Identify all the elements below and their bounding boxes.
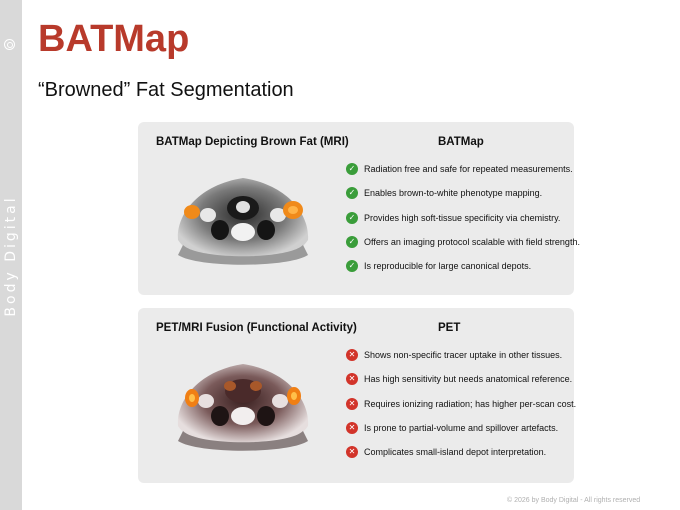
image-heading: PET/MRI Fusion (Functional Activity) xyxy=(156,322,357,334)
page-title: BATMap xyxy=(38,18,190,60)
page-subtitle: “Browned” Fat Segmentation xyxy=(38,79,294,101)
list-item: ✓Provides high soft-tissue specificity v… xyxy=(346,211,580,226)
sidebar: Body Digital xyxy=(0,0,22,510)
pet-mri-fusion-image xyxy=(177,364,309,451)
logo-icon xyxy=(4,39,15,50)
brand-label: Body Digital xyxy=(3,195,19,317)
list-item: ✓Offers an imaging protocol scalable wit… xyxy=(346,235,580,250)
check-icon: ✓ xyxy=(346,260,358,273)
batmap-panel: BATMap Depicting Brown Fat (MRI) BATMap … xyxy=(138,122,580,295)
list-item: ✓Radiation free and safe for repeated me… xyxy=(346,162,580,177)
check-icon: ✓ xyxy=(346,163,358,175)
list-item: ✕Requires ionizing radiation; has higher… xyxy=(346,397,576,412)
list-heading: PET xyxy=(438,322,461,334)
cross-icon: ✕ xyxy=(346,421,358,434)
list-item: ✓Enables brown-to-white phenotype mappin… xyxy=(346,186,580,201)
image-heading: BATMap Depicting Brown Fat (MRI) xyxy=(156,136,349,148)
list-item: ✕Is prone to partial-volume and spillove… xyxy=(346,421,576,436)
check-icon: ✓ xyxy=(346,211,358,224)
copyright-footer: © 2026 by Body Digital - All rights rese… xyxy=(507,497,641,504)
pet-panel: PET/MRI Fusion (Functional Activity) PET… xyxy=(138,308,576,483)
list-item: ✓Is reproducible for large canonical dep… xyxy=(346,259,580,274)
cross-icon: ✕ xyxy=(346,397,358,410)
mri-scan-image xyxy=(177,178,309,265)
list-heading: BATMap xyxy=(438,136,484,148)
check-icon: ✓ xyxy=(346,187,358,200)
list-item: ✕Shows non-specific tracer uptake in oth… xyxy=(346,348,576,363)
cross-icon: ✕ xyxy=(346,373,358,386)
cross-icon: ✕ xyxy=(346,446,358,459)
cross-icon: ✕ xyxy=(346,349,358,361)
list-item: ✕Complicates small-island depot interpre… xyxy=(346,445,576,460)
list-item: ✕Has high sensitivity but needs anatomic… xyxy=(346,372,576,387)
check-icon: ✓ xyxy=(346,235,358,248)
